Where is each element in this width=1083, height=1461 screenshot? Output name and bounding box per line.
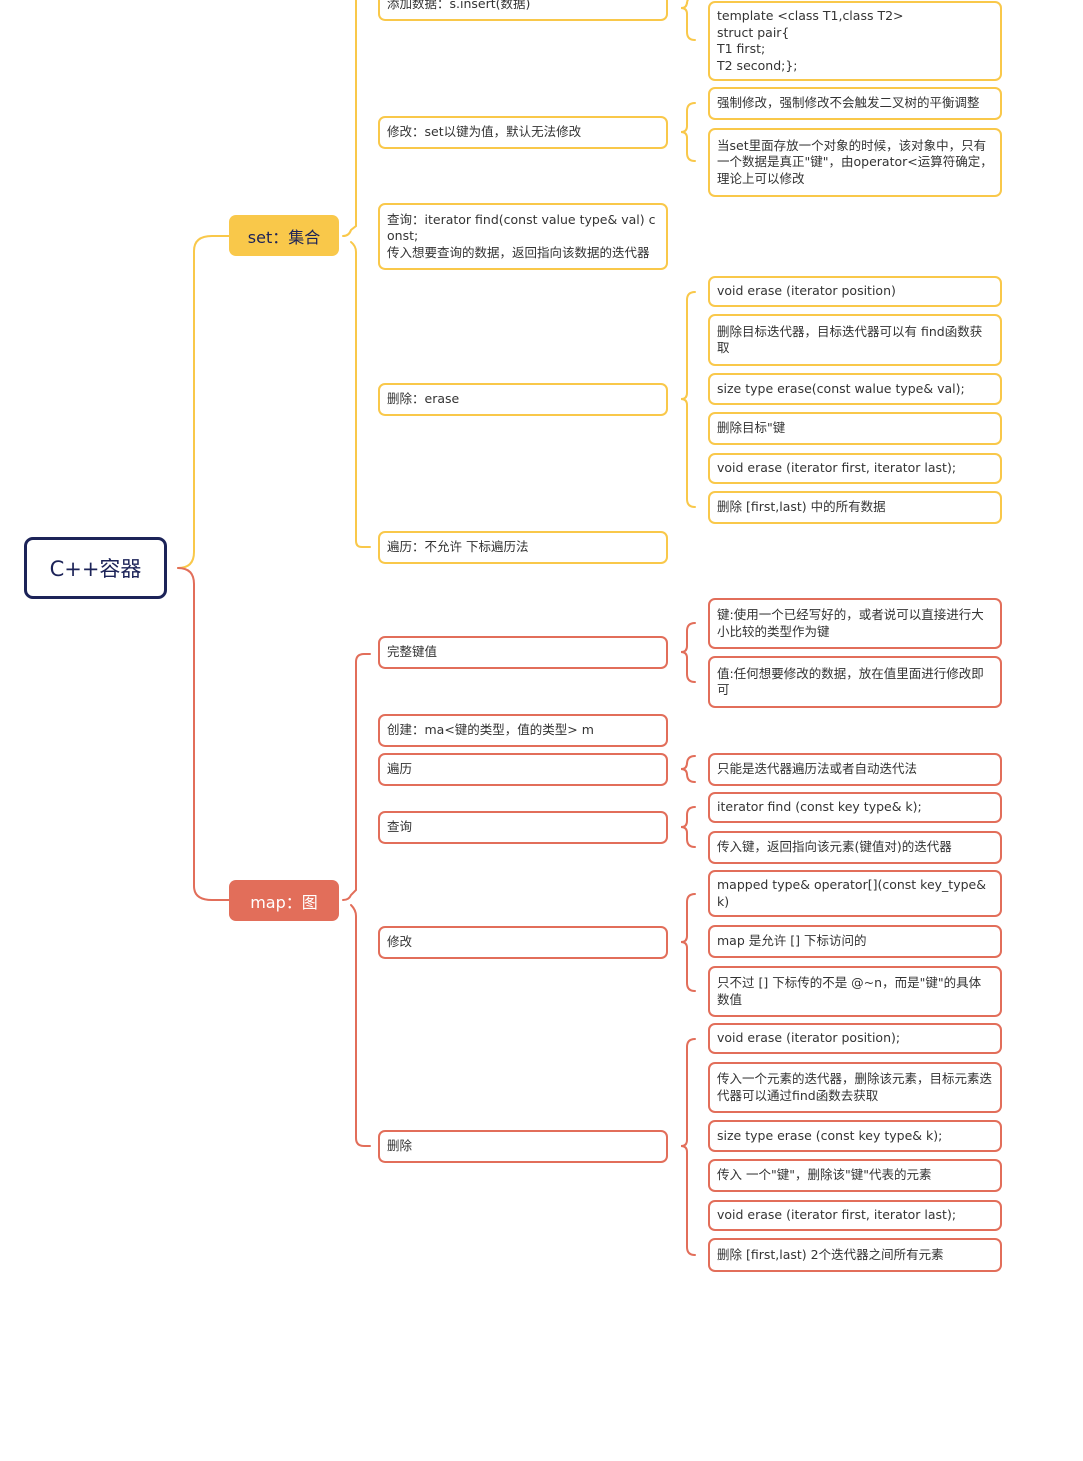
brace-set-add <box>680 0 696 41</box>
subtopic-label: 键:使用一个已经写好的，或者说可以直接进行大小比较的类型作为键 <box>717 607 984 639</box>
subtopic-label: size type erase (const key type& k); <box>717 1127 943 1143</box>
subtopic-set-modify-1[interactable]: 强制修改，强制修改不会触发二叉树的平衡调整 <box>708 87 1002 120</box>
topic-label: 修改 <box>387 934 413 950</box>
topic-map-erase[interactable]: 删除 <box>378 1130 668 1163</box>
topic-map-traverse[interactable]: 遍历 <box>378 753 668 786</box>
subtopic-set-erase-1[interactable]: void erase (iterator position) <box>708 276 1002 307</box>
subtopic-label: void erase (iterator first, iterator las… <box>717 1207 957 1223</box>
branch-node-map[interactable]: map：图 <box>229 880 339 921</box>
subtopic-label: mapped type& operator[](const key_type& … <box>717 877 990 909</box>
topic-label: 遍历：不允许 下标遍历法 <box>387 539 529 555</box>
topic-label: 删除 <box>387 1138 413 1154</box>
brace-map-traverse <box>680 755 696 783</box>
subtopic-label: 只能是迭代器遍历法或者自动迭代法 <box>717 761 918 777</box>
subtopic-map-erase-3[interactable]: size type erase (const key type& k); <box>708 1120 1002 1152</box>
topic-label: 添加数据：s.insert(数据) <box>387 0 531 12</box>
subtopic-map-traverse-1[interactable]: 只能是迭代器遍历法或者自动迭代法 <box>708 753 1002 786</box>
topic-label: 查询：iterator find(const value type& val) … <box>387 211 656 260</box>
topic-label: 创建：ma<键的类型，值的类型> m <box>387 722 594 738</box>
subtopic-label: size type erase(const walue type& val); <box>717 380 965 396</box>
subtopic-label: 值:任何想要修改的数据，放在值里面进行修改即可 <box>717 665 984 698</box>
subtopic-set-erase-6[interactable]: 删除 [first,last) 中的所有数据 <box>708 491 1002 524</box>
subtopic-map-erase-4[interactable]: 传入 一个"键"，删除该"键"代表的元素 <box>708 1159 1002 1192</box>
brace-map-modify <box>680 893 696 992</box>
subtopic-map-modify-3[interactable]: 只不过 [] 下标传的不是 @~n，而是"键"的具体数值 <box>708 966 1002 1017</box>
subtopic-set-modify-2[interactable]: 当set里面存放一个对象的时候，该对象中，只有一个数据是真正"键"，由opera… <box>708 128 1002 197</box>
subtopic-set-erase-2[interactable]: 删除目标迭代器，目标迭代器可以有 find函数获取 <box>708 314 1002 366</box>
subtopic-map-modify-1[interactable]: mapped type& operator[](const key_type& … <box>708 870 1002 917</box>
connector-map-trunk-lower <box>350 904 371 1147</box>
subtopic-map-erase-2[interactable]: 传入一个元素的迭代器，删除该元素，目标元素迭代器可以通过find函数去获取 <box>708 1062 1002 1113</box>
subtopic-set-erase-3[interactable]: size type erase(const walue type& val); <box>708 373 1002 405</box>
topic-label: 删除：erase <box>387 391 460 407</box>
topic-set-add[interactable]: 添加数据：s.insert(数据) <box>378 0 668 21</box>
subtopic-label: void erase (iterator position) <box>717 283 896 299</box>
subtopic-label: 传入 一个"键"，删除该"键"代表的元素 <box>717 1167 932 1183</box>
topic-set-find[interactable]: 查询：iterator find(const value type& val) … <box>378 203 668 270</box>
topic-set-traverse[interactable]: 遍历：不允许 下标遍历法 <box>378 531 668 564</box>
topic-map-create[interactable]: 创建：ma<键的类型，值的类型> m <box>378 714 668 747</box>
topic-label: 修改：set以键为值，默认无法修改 <box>387 124 582 140</box>
connector-map-trunk-upper <box>342 653 371 901</box>
subtopic-set-erase-5[interactable]: void erase (iterator first, iterator las… <box>708 453 1002 484</box>
subtopic-map-find-2[interactable]: 传入键，返回指向该元素(键值对)的迭代器 <box>708 831 1002 864</box>
root-node-label: C++容器 <box>49 557 142 581</box>
branch-node-set[interactable]: set：集合 <box>229 215 339 256</box>
topic-label: 遍历 <box>387 761 413 777</box>
subtopic-map-erase-5[interactable]: void erase (iterator first, iterator las… <box>708 1200 1002 1231</box>
branch-label-map: map：图 <box>250 892 318 912</box>
subtopic-map-modify-2[interactable]: map 是允许 [] 下标访问的 <box>708 925 1002 958</box>
root-node[interactable]: C++容器 <box>24 537 167 599</box>
subtopic-label: 删除 [first,last) 中的所有数据 <box>717 499 886 515</box>
subtopic-set-erase-4[interactable]: 删除目标"键 <box>708 412 1002 445</box>
subtopic-map-erase-1[interactable]: void erase (iterator position); <box>708 1023 1002 1054</box>
subtopic-label: 删除 [first,last) 2个迭代器之间所有元素 <box>717 1246 944 1262</box>
subtopic-label: 传入键，返回指向该元素(键值对)的迭代器 <box>717 839 952 855</box>
subtopic-map-erase-6[interactable]: 删除 [first,last) 2个迭代器之间所有元素 <box>708 1238 1002 1272</box>
subtopic-label: 删除目标"键 <box>717 420 786 436</box>
brace-set-modify <box>680 102 696 162</box>
topic-set-erase[interactable]: 删除：erase <box>378 383 668 416</box>
topic-label: 完整键值 <box>387 644 438 660</box>
branch-label-set: set：集合 <box>247 227 321 247</box>
subtopic-label: 当set里面存放一个对象的时候，该对象中，只有一个数据是真正"键"，由opera… <box>717 137 993 186</box>
subtopic-label: map 是允许 [] 下标访问的 <box>717 933 867 949</box>
subtopic-label: void erase (iterator first, iterator las… <box>717 460 957 476</box>
connector-root-map <box>177 567 230 901</box>
subtopic-label: void erase (iterator position); <box>717 1030 901 1046</box>
subtopic-map-kv-1[interactable]: 键:使用一个已经写好的，或者说可以直接进行大小比较的类型作为键 <box>708 598 1002 649</box>
connector-set-trunk-lower <box>350 241 371 548</box>
topic-map-modify[interactable]: 修改 <box>378 926 668 959</box>
topic-label: 查询 <box>387 819 413 835</box>
subtopic-label: 强制修改，强制修改不会触发二叉树的平衡调整 <box>717 95 980 111</box>
subtopic-label: iterator find (const key type& k); <box>717 799 922 815</box>
subtopic-label: template <class T1,class T2> struct pair… <box>717 8 904 73</box>
subtopic-label: 传入一个元素的迭代器，删除该元素，目标元素迭代器可以通过find函数去获取 <box>717 1071 993 1103</box>
brace-map-kv <box>680 622 696 683</box>
subtopic-map-kv-2[interactable]: 值:任何想要修改的数据，放在值里面进行修改即可 <box>708 656 1002 708</box>
connector-set-trunk <box>342 0 357 237</box>
subtopic-label: 删除目标迭代器，目标迭代器可以有 find函数获取 <box>717 323 983 356</box>
subtopic-label: 只不过 [] 下标传的不是 @~n，而是"键"的具体数值 <box>717 975 982 1007</box>
brace-map-erase <box>680 1038 696 1256</box>
brace-set-erase <box>680 291 696 508</box>
subtopic-set-add-pair[interactable]: template <class T1,class T2> struct pair… <box>708 1 1002 81</box>
brace-map-find <box>680 806 696 848</box>
subtopic-map-find-1[interactable]: iterator find (const key type& k); <box>708 792 1002 823</box>
topic-map-find[interactable]: 查询 <box>378 811 668 844</box>
topic-map-kv[interactable]: 完整键值 <box>378 636 668 669</box>
topic-set-modify[interactable]: 修改：set以键为值，默认无法修改 <box>378 116 668 149</box>
connector-root-set <box>177 235 230 569</box>
